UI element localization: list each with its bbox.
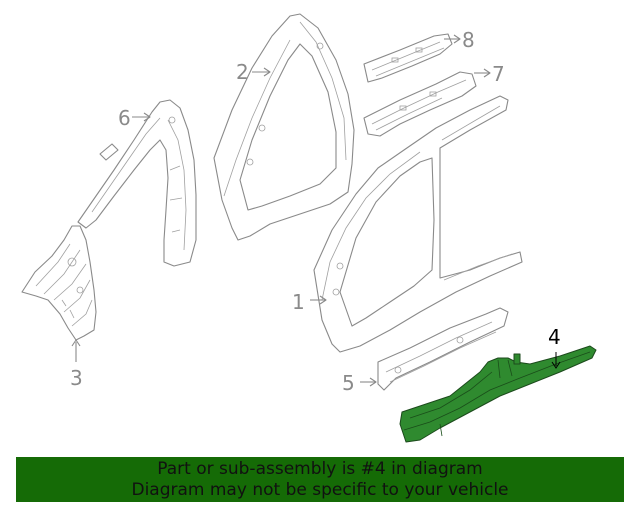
info-banner: Part or sub-assembly is #4 in diagram Di… [16, 457, 624, 502]
callout-4[interactable]: 4 [548, 325, 561, 349]
callout-3[interactable]: 3 [70, 366, 83, 390]
part-2-side-frame-inner[interactable] [213, 13, 355, 241]
part-1-side-outer-panel[interactable] [310, 95, 523, 353]
parts-diagram: 1 2 3 4 5 6 7 8 [21, 13, 597, 443]
callout-2[interactable]: 2 [236, 60, 249, 84]
callout-1[interactable]: 1 [292, 290, 305, 314]
callout-8[interactable]: 8 [462, 28, 475, 52]
callout-5[interactable]: 5 [342, 371, 355, 395]
part-6-a-pillar-upper[interactable] [77, 99, 197, 267]
part-5-inner-rocker[interactable] [360, 307, 509, 391]
callout-6[interactable]: 6 [118, 106, 131, 130]
part-4-outer-rocker-highlighted[interactable] [399, 345, 597, 443]
part-8-roof-rail-reinforcement[interactable] [363, 33, 461, 83]
callout-7[interactable]: 7 [492, 62, 505, 86]
part-3-a-pillar-lower[interactable] [21, 225, 97, 362]
part-7-roof-rail[interactable] [363, 68, 491, 137]
banner-line-2: Diagram may not be specific to your vehi… [131, 480, 509, 500]
banner-line-1: Part or sub-assembly is #4 in diagram [157, 459, 483, 479]
